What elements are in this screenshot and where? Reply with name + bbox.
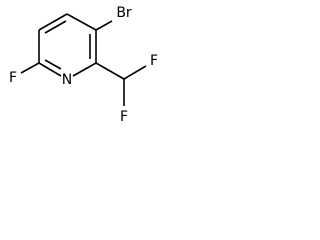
bond-c6-f [20,62,40,74]
chemical-structure: Br F N F F [9,5,158,125]
ring-bond-c4-c5 [38,13,68,31]
atom-label-f-top: F [150,53,158,69]
atom-label-n: N [62,72,72,88]
atom-label-f-bottom: F [120,109,128,125]
ring-bond-n-c2 [72,62,97,77]
atom-label-f-ring: F [9,70,17,86]
pyridine-ring [38,13,97,77]
ring-bond-c6-n-inner [44,59,62,70]
bond-c3-br [95,20,113,31]
substituent-bonds [20,20,147,106]
ring-bond-c6-n [38,62,62,77]
bond-chf2-f-top [123,65,147,80]
bond-c2-chf2 [95,62,125,80]
ring-bond-c3-c4 [66,13,97,31]
atom-label-br: Br [116,5,132,21]
ring-bond-c4-c5-inner [44,20,67,34]
